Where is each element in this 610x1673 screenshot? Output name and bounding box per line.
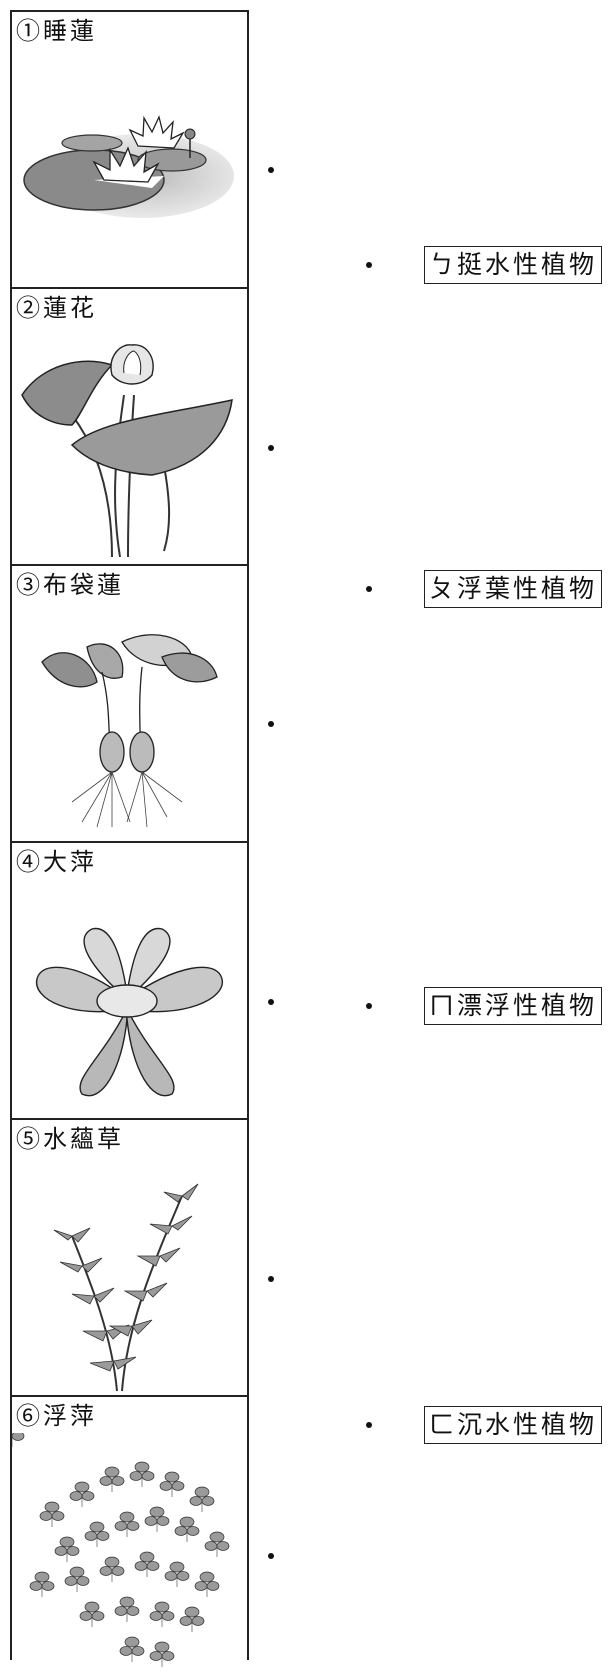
- plant-dot-water-hyacinth[interactable]: [268, 721, 274, 727]
- lotus-illustration: [21, 344, 233, 558]
- plant-cell-water-lettuce: ④大萍: [12, 843, 247, 1120]
- category-label-free-floating: ㄇ漂浮性植物: [423, 987, 602, 1025]
- plant-dot-duckweed[interactable]: [268, 1553, 274, 1559]
- category-dot-emergent[interactable]: [366, 262, 372, 268]
- plant-label-hydrilla: ⑤水蘊草: [16, 1125, 124, 1153]
- plant-label-duckweed: ⑥浮萍: [16, 1402, 97, 1430]
- plant-dot-water-lettuce[interactable]: [268, 999, 274, 1005]
- plant-dot-water-lily[interactable]: [268, 167, 274, 173]
- water-lily-illustration: [23, 115, 234, 218]
- plant-cell-hydrilla: ⑤水蘊草: [12, 1120, 247, 1397]
- plant-cell-water-lily: ①睡蓮: [12, 12, 247, 289]
- plant-cell-lotus: ②蓮花: [12, 289, 247, 566]
- category-dot-free-floating[interactable]: [366, 1003, 372, 1009]
- plant-cell-water-hyacinth: ③布袋蓮: [12, 566, 247, 843]
- water-lettuce-illustration: [35, 927, 223, 1097]
- hydrilla-illustration: [53, 1183, 199, 1392]
- category-label-floating-leaf: ㄆ浮葉性植物: [423, 570, 602, 608]
- plant-dot-lotus[interactable]: [268, 445, 274, 451]
- plant-label-lotus: ②蓮花: [16, 294, 97, 322]
- plant-label-water-lettuce: ④大萍: [16, 848, 97, 876]
- category-label-submerged: ㄈ沉水性植物: [423, 1406, 602, 1444]
- category-dot-floating-leaf[interactable]: [366, 586, 372, 592]
- plant-dot-hydrilla[interactable]: [268, 1276, 274, 1282]
- category-label-emergent: ㄅ挺水性植物: [423, 246, 602, 284]
- category-dot-submerged[interactable]: [366, 1422, 372, 1428]
- duckweed-illustration: [12, 1433, 230, 1668]
- plant-cell-duckweed: ⑥浮萍: [12, 1397, 247, 1668]
- plant-label-water-lily: ①睡蓮: [16, 17, 97, 45]
- plant-label-water-hyacinth: ③布袋蓮: [16, 571, 124, 599]
- plant-column: ①睡蓮 ②蓮花: [10, 10, 249, 1668]
- water-hyacinth-illustration: [41, 634, 218, 828]
